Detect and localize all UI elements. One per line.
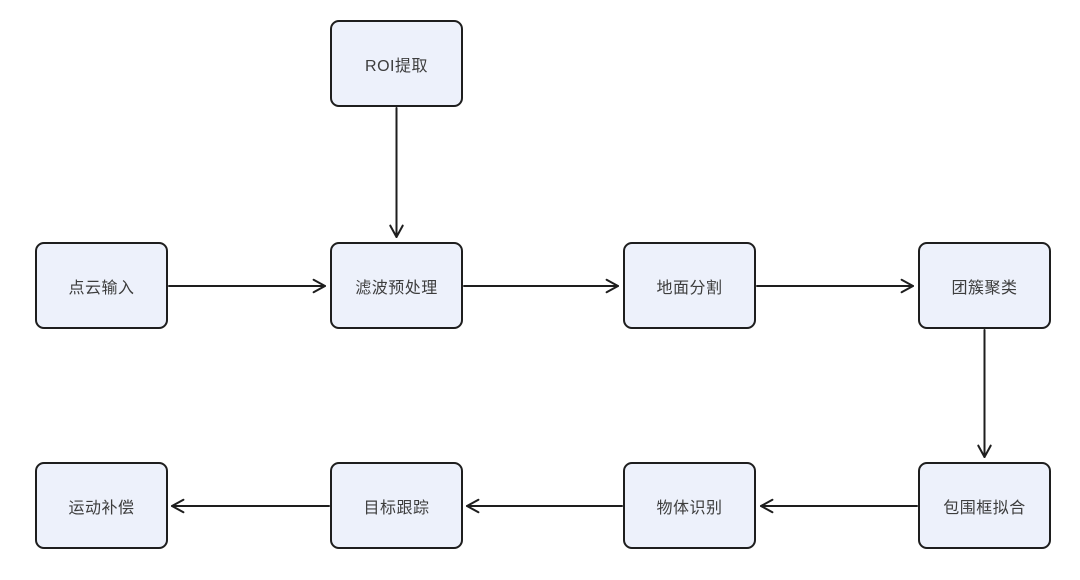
edge-object-track (466, 498, 623, 514)
arrowhead-icon (466, 498, 480, 514)
edge-input-filter (168, 278, 326, 294)
node-object: 物体识别 (623, 462, 756, 549)
node-label: 物体识别 (656, 499, 723, 517)
edge-filter-ground (463, 278, 619, 294)
node-label: 运动补偿 (68, 499, 135, 517)
node-roi: ROI提取 (330, 20, 463, 107)
arrowhead-icon (389, 224, 404, 238)
node-label: 滤波预处理 (355, 279, 438, 297)
node-label: 团簇聚类 (951, 279, 1018, 297)
arrowhead-icon (312, 278, 326, 294)
arrowhead-icon (900, 278, 914, 294)
arrowhead-icon (605, 278, 619, 294)
node-label: ROI提取 (365, 57, 428, 75)
node-label: 包围框拟合 (943, 499, 1026, 517)
node-motion: 运动补偿 (35, 462, 168, 549)
node-input: 点云输入 (35, 242, 168, 329)
edge-track-motion (171, 498, 330, 514)
arrowhead-icon (171, 498, 185, 514)
node-filter: 滤波预处理 (330, 242, 463, 329)
arrowhead-icon (760, 498, 774, 514)
node-cluster: 团簇聚类 (918, 242, 1051, 329)
node-track: 目标跟踪 (330, 462, 463, 549)
edge-cluster-bbox (977, 329, 992, 458)
node-label: 点云输入 (68, 279, 135, 297)
edge-bbox-object (760, 498, 918, 514)
node-label: 地面分割 (656, 279, 723, 297)
node-bbox: 包围框拟合 (918, 462, 1051, 549)
edge-ground-cluster (756, 278, 914, 294)
node-label: 目标跟踪 (363, 499, 430, 517)
arrowhead-icon (977, 444, 992, 458)
node-ground: 地面分割 (623, 242, 756, 329)
edge-roi-filter (389, 107, 404, 238)
